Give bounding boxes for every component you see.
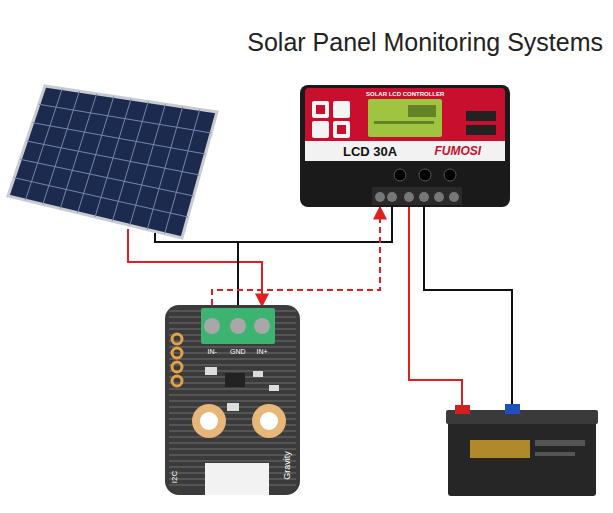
charge-controller: SOLAR LCD CONTROLLER LCD 30A FUMOSI bbox=[300, 85, 510, 207]
diagram-title: Solar Panel Monitoring Systems bbox=[247, 28, 603, 57]
current-sensor-board-shape bbox=[165, 305, 300, 495]
sense-wire bbox=[212, 207, 380, 305]
gnd-wire bbox=[237, 242, 239, 309]
controller-label: FUMOSI bbox=[435, 145, 482, 157]
controller-label: SOLAR LCD CONTROLLER bbox=[366, 91, 444, 97]
controller-label: LCD 30A bbox=[343, 145, 397, 158]
panel-negative-wire bbox=[155, 206, 392, 242]
panel-positive-wire bbox=[128, 229, 262, 306]
solar-panel bbox=[8, 86, 217, 238]
battery-positive-wire bbox=[409, 206, 462, 412]
pin-label: IN- bbox=[208, 348, 217, 355]
current-sensor-board: IN- GND IN+ GravityI2C bbox=[165, 305, 300, 495]
pin-label: GND bbox=[230, 348, 246, 355]
pin-label: I2C bbox=[171, 471, 179, 483]
battery bbox=[446, 404, 598, 496]
battery-negative-wire bbox=[424, 206, 512, 410]
pin-label: Gravity bbox=[282, 451, 291, 480]
pin-label: IN+ bbox=[257, 348, 268, 355]
